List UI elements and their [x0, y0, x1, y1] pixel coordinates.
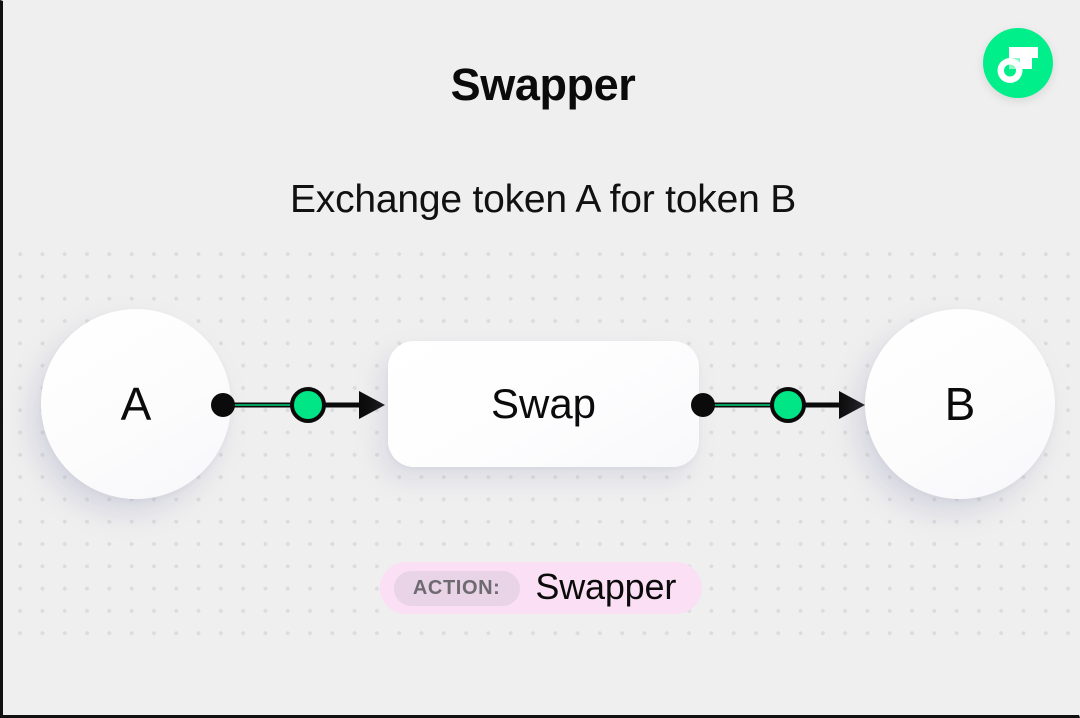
token-b-label: B: [944, 378, 976, 430]
action-badge-value: Swapper: [535, 565, 677, 607]
flow-logo-icon: [983, 28, 1053, 98]
swap-process-label: Swap: [490, 380, 597, 427]
arrow-a-to-swap: [209, 384, 389, 426]
swap-process-node[interactable]: Swap: [388, 341, 699, 467]
token-b-node[interactable]: B: [865, 309, 1055, 499]
action-badge-key: ACTION:: [393, 570, 520, 606]
token-a-label: A: [120, 378, 152, 430]
action-badge: ACTION: Swapper: [379, 562, 703, 614]
page-subtitle: Exchange token A for token B: [289, 178, 797, 221]
page-title: Swapper: [450, 59, 636, 110]
arrow-swap-to-b: [689, 384, 869, 426]
token-a-node[interactable]: A: [41, 309, 231, 499]
